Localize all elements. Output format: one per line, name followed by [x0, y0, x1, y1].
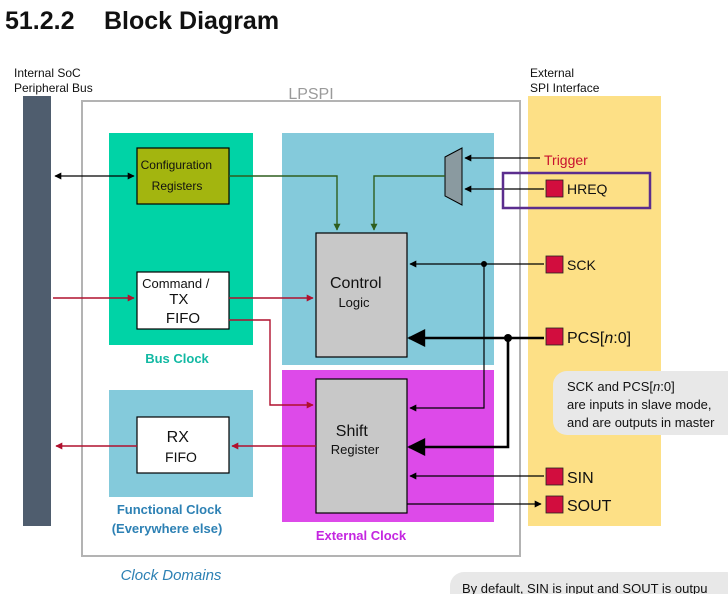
- config-control-arrow: [229, 175, 341, 231]
- mux-control-arrow: [370, 175, 445, 231]
- bus-label: Internal SoC Peripheral Bus: [14, 66, 93, 95]
- peripheral-bus-bar: [23, 96, 51, 526]
- spi-interface-panel: [528, 96, 661, 526]
- pcs-pin: [545, 327, 564, 346]
- pcs-label: PCS[n:0]: [567, 330, 631, 347]
- shift-register-label: Shift Register: [331, 423, 380, 457]
- sout-label: SOUT: [567, 498, 612, 515]
- bus-clock-label: Bus Clock: [145, 351, 209, 366]
- default-note-text: By default, SIN is input and SOUT is out…: [462, 581, 707, 594]
- pcs-shift-arrow: [407, 338, 510, 456]
- rx-fifo-label: RX FIFO: [165, 429, 197, 465]
- page-title: Block Diagram: [104, 7, 279, 35]
- sck-label: SCK: [567, 257, 596, 273]
- sck-pin: [545, 255, 564, 274]
- external-clock-label: External Clock: [316, 528, 407, 543]
- lpspi-label: LPSPI: [288, 86, 333, 103]
- default-note: [450, 572, 728, 599]
- command-tx-fifo-block: [136, 271, 230, 330]
- trigger-mux: [444, 147, 463, 206]
- sck-shift-arrow: [409, 264, 485, 412]
- sck-junction: [481, 261, 487, 267]
- functional-clock-label: Functional Clock (Everywhere else): [112, 502, 225, 536]
- control-logic-label: Control Logic: [330, 275, 386, 310]
- sout-pin: [545, 495, 564, 514]
- sck-pcs-note: [553, 371, 728, 435]
- trigger-label: Trigger: [544, 152, 588, 168]
- clock-domains-label: Clock Domains: [121, 567, 222, 584]
- lpspi-outline: [81, 100, 521, 557]
- txfifo-shift-arrow: [229, 319, 314, 409]
- command-tx-fifo-label: Command / TX FIFO: [142, 275, 214, 327]
- sin-label: SIN: [567, 470, 594, 487]
- hreq-label: HREQ: [567, 181, 608, 197]
- pcs-junction: [504, 334, 512, 342]
- hreq-pin: [545, 179, 564, 198]
- spi-label: External SPI Interface: [530, 66, 600, 95]
- shift-register-block: [315, 378, 408, 514]
- configuration-registers-label: Configuration Registers: [141, 158, 216, 193]
- sck-pcs-note-text: SCK and PCS[n:0] are inputs in slave mod…: [567, 379, 715, 430]
- hreq-highlight-box: [501, 171, 652, 210]
- control-logic-block: [315, 232, 408, 358]
- sin-pin: [545, 467, 564, 486]
- configuration-registers-block: [136, 147, 230, 205]
- section-number: 51.2.2: [5, 7, 75, 35]
- rx-fifo-block: [136, 416, 230, 474]
